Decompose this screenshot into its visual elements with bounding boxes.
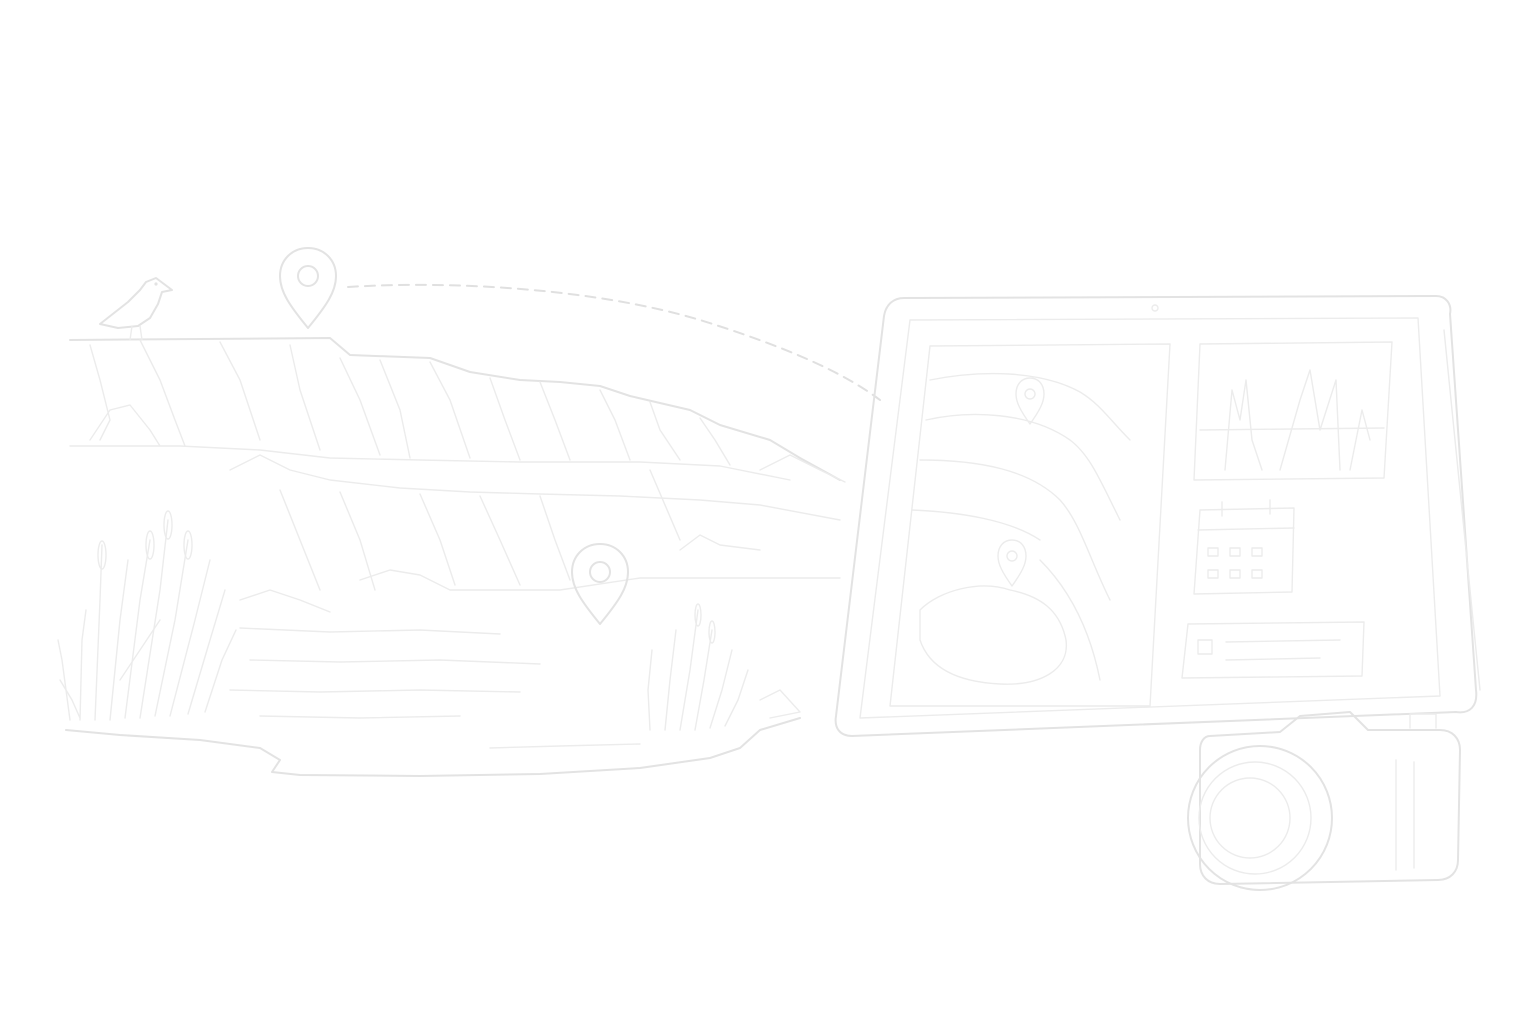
tablet-checklist (1181, 621, 1365, 679)
reeds-icon (57, 510, 237, 721)
camera-icon (1187, 711, 1461, 891)
calendar-icon (1193, 499, 1295, 595)
tablet-icon (834, 295, 1481, 737)
bird-icon (99, 277, 173, 341)
tablet-photo-card (1193, 341, 1393, 481)
route-dashed-line (347, 283, 881, 401)
map-pin-lower-icon (571, 543, 629, 625)
terraced-cliffs (69, 337, 846, 483)
tablet-map-panel (889, 343, 1171, 707)
lower-terraces (229, 454, 841, 613)
landscape-scene (57, 247, 881, 777)
reeds-right (647, 603, 749, 731)
pond (65, 627, 801, 777)
map-pin-icon (279, 247, 337, 329)
tablet-stand (1443, 329, 1481, 691)
